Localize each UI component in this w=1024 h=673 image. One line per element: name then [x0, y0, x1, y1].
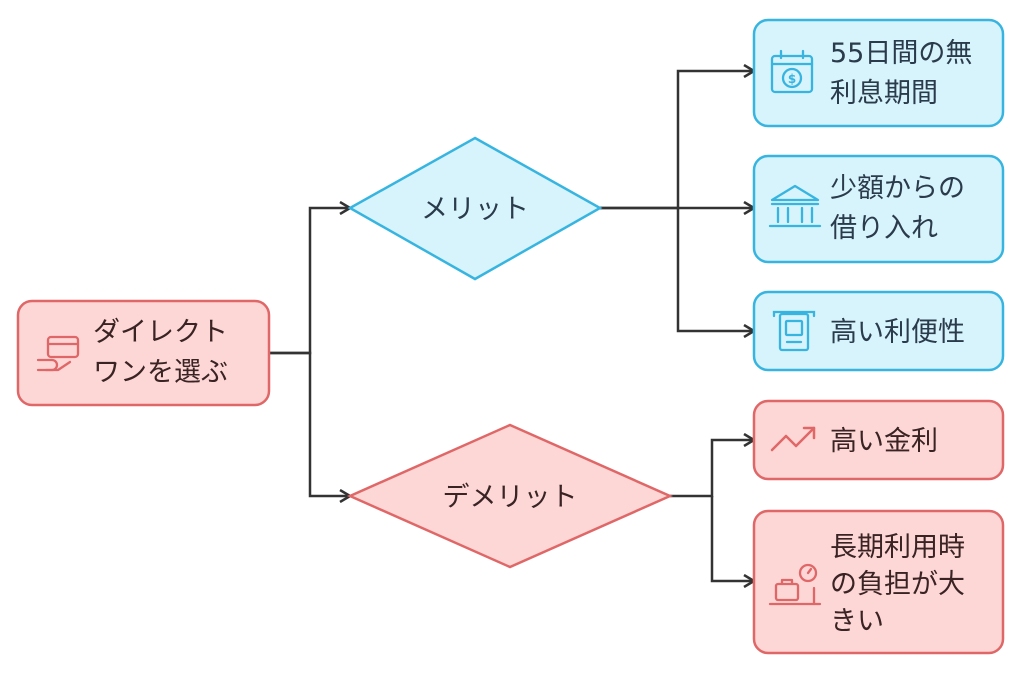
connector-root-demerit [270, 351, 350, 496]
demerit-item2-line3: きい [830, 606, 884, 637]
connector-merit-item3 [676, 208, 754, 331]
demerit-item1-line1: 高い金利 [830, 426, 938, 457]
connector-root-merit [270, 208, 350, 355]
demerit-item-long-term-burden[interactable]: 長期利用時 の負担が大 きい [752, 509, 1005, 655]
root-label-line2: ワンを選ぶ [93, 357, 228, 388]
merit-item2-line2: 借り入れ [830, 213, 938, 244]
bank-icon [768, 184, 822, 228]
merit-item-convenience[interactable]: 高い利便性 [752, 290, 1005, 372]
calendar-dollar-icon: $ [770, 49, 814, 94]
root-label-line1: ダイレクト [93, 317, 228, 348]
merit-item3-line1: 高い利便性 [830, 317, 965, 348]
merit-item-small-loans[interactable]: 少額からの 借り入れ [752, 154, 1005, 264]
merit-item-interest-free[interactable]: $ 55日間の無 利息期間 [752, 18, 1005, 128]
merit-label: メリット [421, 194, 529, 225]
connectors [270, 71, 754, 581]
demerit-label: デメリット [443, 482, 578, 513]
demerit-item2-line1: 長期利用時 [830, 532, 965, 563]
connector-merit-item1 [600, 71, 754, 210]
merit-decision-node[interactable]: メリット [347, 136, 603, 281]
root-node[interactable]: ダイレクト ワンを選ぶ [16, 299, 271, 407]
merit-item2-line1: 少額からの [830, 173, 965, 204]
demerit-item2-line2: の負担が大 [830, 569, 965, 600]
atm-icon [772, 310, 816, 352]
scale-weight-icon [768, 563, 822, 606]
merit-item1-line1: 55日間の無 [830, 38, 972, 69]
merit-item1-line2: 利息期間 [830, 78, 938, 109]
connector-demerit-item2 [710, 496, 754, 581]
trending-up-icon [770, 426, 816, 452]
demerit-decision-node[interactable]: デメリット [346, 423, 674, 569]
connector-demerit-item1 [670, 440, 754, 498]
svg-text:$: $ [788, 72, 796, 86]
demerit-item-high-interest[interactable]: 高い金利 [752, 399, 1005, 481]
credit-card-hand-icon [36, 335, 80, 372]
